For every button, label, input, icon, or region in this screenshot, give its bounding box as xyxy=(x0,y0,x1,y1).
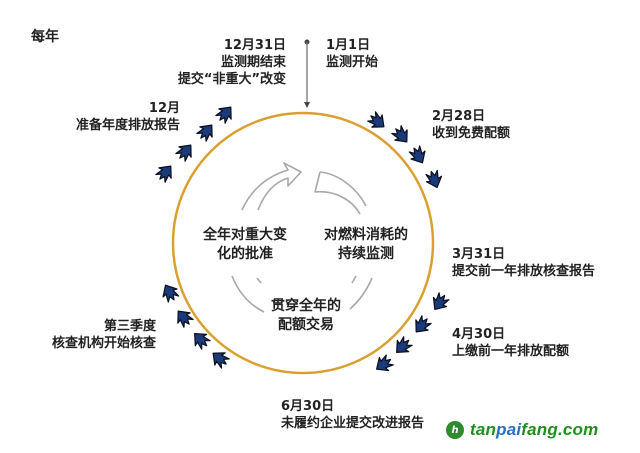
activity-line2: 配额交易 xyxy=(278,317,334,333)
event-description: 提交前一年排放核查报告 xyxy=(452,264,596,279)
watermark-logo-icon: h xyxy=(446,421,464,439)
event-apr-30: 4月30日 上缴前一年排放配额 xyxy=(452,326,569,360)
activity-line1: 贯穿全年的 xyxy=(271,298,341,314)
event-description: 上缴前一年排放配额 xyxy=(452,344,570,359)
event-feb-28: 2月28日 收到免费配额 xyxy=(432,108,510,142)
watermark: h tanpaifang.com xyxy=(446,420,598,440)
watermark-text-part3: fang.com xyxy=(521,420,599,439)
inner-cycle-arrows-icon xyxy=(231,162,373,313)
event-date: 6月30日 xyxy=(281,399,335,414)
year-start-marker xyxy=(304,39,310,108)
diagram-title: 每年 xyxy=(31,29,59,45)
event-december: 12月 准备年度排放报告 xyxy=(20,100,180,134)
activity-allowance-trading: 贯穿全年的 配额交易 xyxy=(251,297,361,335)
label-year-end-date: 12月31日 xyxy=(223,38,286,53)
event-description: 未履约企业提交改进报告 xyxy=(281,416,425,431)
event-description: 准备年度排放报告 xyxy=(75,118,180,133)
event-date: 第三季度 xyxy=(103,319,156,334)
arrows-bottom-left-icon xyxy=(157,280,232,371)
watermark-text-part2: pai xyxy=(496,420,522,439)
event-date: 4月30日 xyxy=(452,327,506,342)
label-year-start-date: 1月1日 xyxy=(326,38,371,53)
activity-fuel-monitoring: 对燃料消耗的 持续监测 xyxy=(311,226,421,264)
activity-line2: 持续监测 xyxy=(338,246,394,262)
event-jun-30: 6月30日 未履约企业提交改进报告 xyxy=(281,398,424,432)
watermark-text-part1: tan xyxy=(470,420,497,439)
arrows-bottom-right-icon xyxy=(371,290,452,377)
label-year-end: 12月31日 监测期结束 提交“非重大”改变 xyxy=(106,37,286,88)
event-date: 2月28日 xyxy=(432,109,486,124)
annual-cycle-ring xyxy=(171,111,435,375)
label-year-start-desc: 监测开始 xyxy=(326,55,379,70)
activity-line1: 全年对重大变 xyxy=(203,227,287,243)
label-year-end-line1: 监测期结束 xyxy=(220,55,286,70)
event-mar-31: 3月31日 提交前一年排放核查报告 xyxy=(452,246,595,280)
event-date: 12月 xyxy=(148,101,180,116)
watermark-text: tanpaifang.com xyxy=(470,420,598,440)
activity-line2: 化的批准 xyxy=(217,246,273,262)
event-q3: 第三季度 核查机构开始核查 xyxy=(0,318,156,352)
label-year-end-line2: 提交“非重大”改变 xyxy=(177,72,286,87)
event-description: 收到免费配额 xyxy=(432,126,511,141)
event-description: 核查机构开始核查 xyxy=(51,336,156,351)
activity-line1: 对燃料消耗的 xyxy=(324,227,408,243)
event-date: 3月31日 xyxy=(452,247,506,262)
activity-major-change-approval: 全年对重大变 化的批准 xyxy=(190,226,300,264)
label-year-start: 1月1日 监测开始 xyxy=(326,37,378,71)
